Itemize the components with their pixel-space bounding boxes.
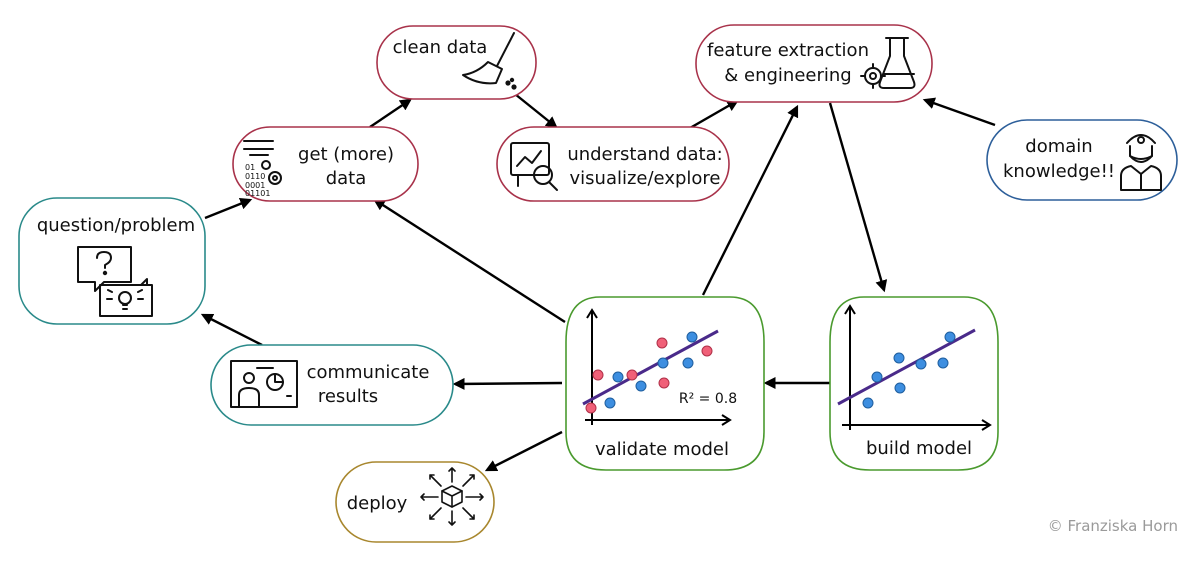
arrows (200, 89, 996, 472)
build-scatter-icon (837, 304, 992, 431)
arrow-understand-to-feature (689, 99, 740, 130)
arrow-feature-to-build (828, 102, 888, 293)
arrow-validate-to-communicate (452, 377, 563, 390)
node-domain: domain knowledge!! (986, 119, 1178, 201)
node-feature-label-1: feature extraction (707, 40, 869, 61)
node-communicate-label-2: results (318, 386, 378, 407)
node-communicate-box (210, 344, 454, 426)
node-question: question/problem (18, 197, 206, 325)
node-build: build model (829, 296, 999, 471)
node-understand-label-1: understand data: (567, 144, 722, 165)
node-validate: R² = 0.8 validate model (565, 296, 765, 471)
arrow-getdata-to-clean (369, 98, 412, 128)
node-clean-data-label: clean data (393, 37, 488, 58)
arrow-domain-to-feature (922, 97, 996, 127)
node-deploy-label: deploy (347, 493, 408, 514)
node-communicate: communicate results (210, 344, 454, 426)
arrow-validate-to-feature (701, 104, 799, 296)
node-get-data-label-2: data (326, 168, 367, 189)
svg-text:0001: 0001 (245, 181, 265, 190)
node-question-label: question/problem (37, 215, 195, 236)
node-feature-label-2: & engineering (724, 65, 851, 86)
svg-text:01101: 01101 (245, 189, 270, 198)
scatter-plot-icon (582, 308, 732, 426)
arrow-communicate-to-question (200, 313, 263, 347)
node-understand-label-2: visualize/explore (570, 168, 721, 189)
broom-icon (462, 32, 517, 90)
box-arrows-icon (420, 467, 484, 526)
r-squared-label: R² = 0.8 (679, 391, 737, 407)
arrow-validate-to-getdata (372, 198, 566, 324)
node-question-box (18, 197, 206, 325)
node-domain-label-2: knowledge!! (1003, 161, 1115, 182)
node-get-data: 01 0110 0001 01101 get (more) data (232, 126, 419, 202)
data-settings-icon: 01 0110 0001 01101 (243, 140, 282, 198)
flask-gear-icon (860, 37, 916, 89)
node-understand-box (496, 126, 730, 202)
node-get-data-label-1: get (more) (298, 144, 394, 165)
node-validate-label: validate model (595, 439, 729, 460)
node-understand: understand data: visualize/explore (496, 126, 730, 202)
arrow-clean-to-understand (509, 89, 558, 129)
node-domain-label-1: domain (1025, 136, 1092, 157)
svg-text:01: 01 (245, 163, 255, 172)
node-feature: feature extraction & engineering (695, 24, 933, 103)
node-feature-box (695, 24, 933, 103)
node-build-label: build model (866, 438, 972, 459)
expert-person-icon (1120, 134, 1162, 191)
copyright-credit: © Franziska Horn (1048, 517, 1178, 535)
question-bubble-icon (77, 246, 153, 317)
node-communicate-label-1: communicate (307, 362, 430, 383)
node-clean-data: clean data (376, 25, 537, 100)
chart-magnifier-icon (510, 142, 558, 191)
node-deploy: deploy (335, 461, 495, 543)
svg-text:0110: 0110 (245, 172, 265, 181)
arrow-validate-to-deploy (484, 430, 563, 472)
arrow-question-to-getdata (204, 197, 253, 220)
presentation-icon (230, 360, 298, 408)
